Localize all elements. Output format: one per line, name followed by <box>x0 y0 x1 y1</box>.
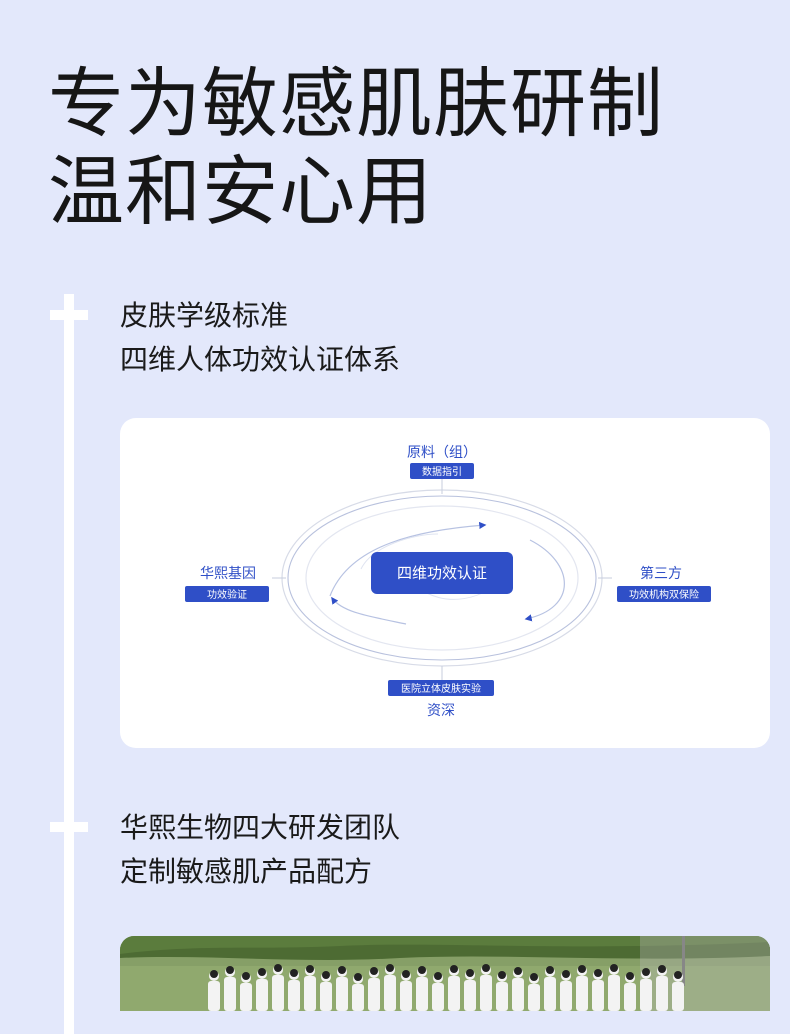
left-title: 华熙基因 <box>200 565 256 582</box>
research-team-photo <box>120 936 770 1011</box>
hero-title: 专为敏感肌肤研制 温和安心用 <box>48 60 748 236</box>
certification-diagram: 四维功效认证 原料（组） 数据指引 华熙基因 功效验证 第三方 功效机构双保险 … <box>185 445 711 719</box>
section-1-line-2: 四维人体功效认证体系 <box>120 343 401 376</box>
top-title: 原料（组） <box>407 445 477 461</box>
section-2-line-2: 定制敏感肌产品配方 <box>120 855 373 888</box>
hero-title-line-2: 温和安心用 <box>48 147 433 236</box>
inner-arrow-top <box>329 521 487 597</box>
section-1-line-1: 皮肤学级标准 <box>120 299 289 332</box>
timeline-line <box>64 294 74 1034</box>
inner-ellipse <box>305 505 579 651</box>
team-photo-image <box>120 936 770 1011</box>
center-label: 四维功效认证 <box>397 564 487 582</box>
right-tag-label: 功效机构双保险 <box>629 588 699 601</box>
timeline-node-2 <box>50 822 88 832</box>
right-title: 第三方 <box>640 565 682 582</box>
top-tag-box <box>410 463 474 479</box>
top-tag-label: 数据指引 <box>422 465 462 478</box>
left-tag-box <box>185 586 269 602</box>
inner-arrow-left <box>331 596 407 625</box>
inner-arrow-right <box>524 539 565 622</box>
inner-curve-1 <box>360 533 439 570</box>
timeline-node-1 <box>50 310 88 320</box>
section-2-line-1: 华熙生物四大研发团队 <box>120 811 401 844</box>
bottom-title: 资深 <box>427 703 455 719</box>
bottom-tag-label: 医院立体皮肤实验 <box>401 682 481 695</box>
right-tag-box <box>617 586 711 602</box>
hero-title-line-1: 专为敏感肌肤研制 <box>48 59 664 148</box>
section-2-text: 华熙生物四大研发团队 定制敏感肌产品配方 <box>120 806 400 894</box>
center-badge <box>371 552 513 594</box>
left-tag-label: 功效验证 <box>207 588 247 601</box>
middle-ellipse <box>287 495 597 661</box>
certification-diagram-card: 四维功效认证 原料（组） 数据指引 华熙基因 功效验证 第三方 功效机构双保险 … <box>120 418 770 748</box>
section-1-text: 皮肤学级标准 四维人体功效认证体系 <box>120 294 400 382</box>
bottom-tag-box <box>388 680 494 696</box>
